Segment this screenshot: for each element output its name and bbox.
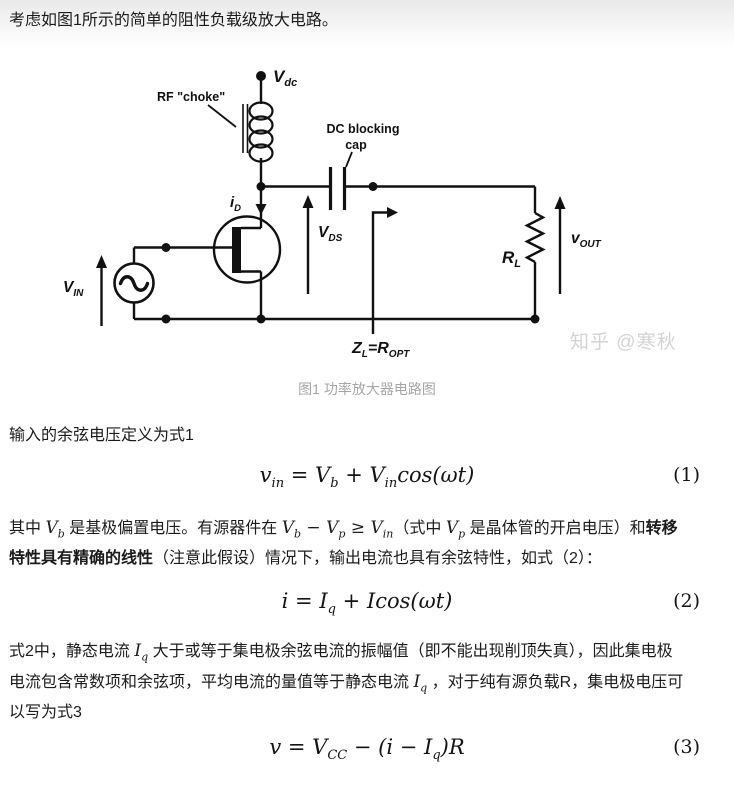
body-paragraph-line: 式2中，静态电流 Iq 大于或等于集电极余弦电流的振幅值（即不能出现削顶失真），… (9, 639, 673, 664)
bottom-node-dot (161, 314, 171, 324)
inline-math: Vp (445, 518, 466, 541)
text-run: 其中 (9, 520, 46, 537)
equation-3: v = VCC − (i − Iq)R (3) (0, 735, 734, 764)
text-run: （式中 (393, 520, 446, 537)
output-node-dot (368, 182, 378, 191)
inline-math: Vb (45, 518, 65, 541)
rl-label: RL (502, 248, 521, 270)
vds-label: VDS (318, 224, 343, 244)
dc-blocking-label-line1: DC blocking (327, 122, 400, 136)
vout-arrowhead (554, 196, 566, 209)
top-fade-band (0, 0, 734, 46)
vin-label: VIN (63, 279, 84, 299)
text-run: 是晶体管的开启电压）和 (465, 520, 646, 537)
dc-blocking-label-line2: cap (345, 138, 367, 152)
equation-3-body: v = VCC − (i − Iq)R (269, 735, 465, 764)
zl-ropt-label: ZL=ROPT (351, 340, 410, 360)
equation-1: vin = Vb + Vincos(ωt) (1) (0, 463, 734, 492)
text-run: ，对于纯有源负载R，集电极电压可 (427, 674, 684, 691)
vds-arrowhead (302, 195, 314, 208)
zl-arrow-line (371, 211, 389, 334)
inline-math: Iq (134, 641, 149, 664)
inline-math: Vb − Vp ≥ Vin (281, 518, 394, 541)
text-run: 式2中，静态电流 (9, 643, 135, 660)
eq1-leadin-text: 输入的余弦电压定义为式1 (9, 427, 194, 444)
text-run: 大于或等于集电极余弦电流的振幅值（即不能出现削顶失真），因此集电极 (148, 643, 673, 660)
text-run: 电流包含常数项和余弦项，平均电流的量值等于静态电流 (9, 674, 414, 691)
rf-choke-pointer-line (207, 104, 237, 128)
cap-pointer-line (345, 151, 353, 168)
mosfet-channel-bar (232, 227, 241, 273)
equation-1-number: (1) (673, 464, 700, 486)
id-current-arrowhead (255, 204, 267, 215)
rf-choke-inductor (242, 101, 274, 163)
vdc-label: Vdc (273, 67, 297, 89)
bottom-node-dot (256, 314, 266, 324)
mosfet-body-circle (212, 215, 282, 284)
load-resistor-zigzag (524, 211, 546, 264)
eq1-leadin-paragraph: 输入的余弦电压定义为式1 (9, 424, 194, 448)
id-label: iD (230, 194, 241, 214)
circuit-figure: Vdc RF "choke" DC blocking cap iD VDS VI… (0, 55, 734, 377)
choke-coil-loop (248, 101, 274, 121)
body-paragraph-line: 电流包含常数项和余弦项，平均电流的量值等于静态电流 Iq ，对于纯有源负载R，集… (9, 670, 683, 695)
vout-label: vOUT (571, 230, 602, 250)
equation-2-body: i = Iq + Icos(ωt) (281, 589, 453, 618)
text-run: （注意此假设）情况下，输出电流也具有余弦特性，如式（2）： (153, 550, 602, 567)
zl-arrowhead (387, 207, 398, 218)
gate-node-dot (161, 243, 171, 252)
intro-text: 考虑如图1所示的简单的阻性负载级放大电路。 (9, 12, 338, 29)
inline-math: Iq (413, 672, 428, 695)
figure-caption: 图1 功率放大器电路图 (298, 381, 436, 397)
vin-arrowhead (96, 255, 107, 268)
vdc-terminal-dot (256, 71, 266, 81)
body-paragraph-line: 以写为式3 (9, 701, 82, 725)
intro-paragraph: 考虑如图1所示的简单的阻性负载级放大电路。 (9, 9, 338, 33)
equation-3-number: (3) (673, 736, 700, 758)
power-amplifier-circuit-diagram: Vdc RF "choke" DC blocking cap iD VDS VI… (63, 67, 677, 360)
sine-wave-icon (118, 275, 150, 292)
body-paragraph-line: 其中 Vb 是基极偏置电压。有源器件在 Vb − Vp ≥ Vin（式中 Vp … (9, 516, 678, 541)
choke-coil-loop (248, 129, 274, 149)
bold-text-run: 特性具有精确的线性 (9, 550, 154, 567)
bold-text-run: 转移 (645, 520, 678, 537)
choke-coil-loop (248, 115, 274, 135)
watermark: 知乎 @寒秋 (570, 331, 677, 353)
rf-choke-label: RF "choke" (157, 90, 225, 104)
text-run: 以写为式3 (9, 704, 82, 721)
equation-2: i = Iq + Icos(ωt) (2) (0, 589, 734, 618)
body-paragraph-line: 特性具有精确的线性（注意此假设）情况下，输出电流也具有余弦特性，如式（2）： (9, 547, 602, 571)
text-run: 是基极偏置电压。有源器件在 (64, 520, 282, 537)
equation-1-body: vin = Vb + Vincos(ωt) (259, 463, 475, 492)
equation-2-number: (2) (673, 590, 700, 612)
